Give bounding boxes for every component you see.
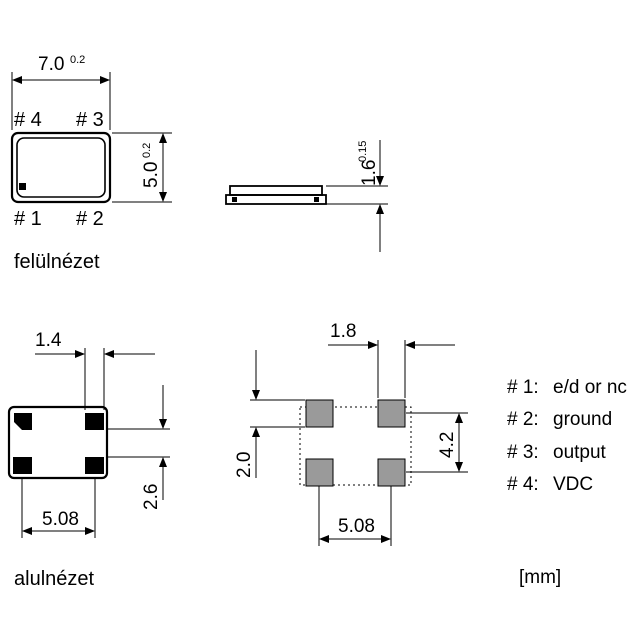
top-height-value: 5.0 (141, 162, 162, 188)
bottom-view: 1.4 5.08 2.6 alulnézet (7, 330, 170, 590)
units-label: [mm] (519, 567, 561, 588)
top-pin3-label: # 3 (76, 109, 104, 131)
top-pin2-label: # 2 (76, 208, 104, 230)
fp-pitchx-value: 5.08 (338, 516, 375, 537)
bottom-package-outline (7, 405, 109, 480)
fp-pad-3 (377, 399, 406, 428)
bottom-pad-2 (85, 413, 104, 430)
side-package-lid (229, 185, 323, 196)
legend-pin-2: # 2: (507, 409, 539, 430)
side-view: 1.6 0.15 (225, 140, 388, 252)
legend-func-1: e/d or nc (553, 377, 627, 398)
side-thickness-value: 1.6 (359, 160, 380, 186)
pin1-marker (19, 183, 26, 190)
fp-pad-1 (305, 458, 334, 487)
top-width-tolerance: 0.2 (70, 54, 85, 66)
bottom-pad-1 (14, 413, 32, 430)
bottom-pad-4 (85, 457, 104, 474)
top-pin1-label: # 1 (14, 208, 42, 230)
fp-pitchy-value: 4.2 (437, 432, 458, 458)
top-pin4-label: # 4 (14, 109, 42, 131)
bottom-padwidth-value: 1.4 (35, 330, 62, 351)
top-view-caption: felülnézet (14, 251, 100, 273)
legend-func-2: ground (553, 409, 612, 430)
legend-func-4: VDC (553, 474, 593, 495)
fp-package-outline (299, 406, 412, 486)
fp-pad-4 (305, 399, 334, 428)
bottom-view-caption: alulnézet (14, 568, 95, 590)
side-pad-right (314, 197, 319, 202)
legend-func-3: output (553, 442, 607, 463)
bottom-pad-3 (13, 457, 32, 474)
top-height-tolerance: 0.2 (141, 143, 153, 158)
bottom-pitch-value: 5.08 (42, 509, 79, 530)
fp-padwidth-value: 1.8 (330, 321, 356, 342)
top-view: 7.0 0.2 # 4 # 3 # 1 # 2 5.0 0.2 felülnéz… (10, 54, 172, 273)
top-package-lid (16, 137, 106, 198)
legend-pin-3: # 3: (507, 442, 539, 463)
legend-pin-4: # 4: (507, 474, 539, 495)
top-width-value: 7.0 (38, 54, 64, 75)
fp-pad-2 (377, 458, 406, 487)
fp-padheight-value: 2.0 (234, 452, 255, 478)
top-package-outer (10, 131, 112, 204)
side-pad-left (232, 197, 237, 202)
bottom-offset-value: 2.6 (141, 484, 162, 510)
legend-pin-1: # 1: (507, 377, 539, 398)
side-package-base (225, 194, 327, 205)
pin-legend: # 1: e/d or nc # 2: ground # 3: output #… (507, 377, 627, 495)
footprint: 1.8 2.0 4.2 5.08 (234, 321, 468, 546)
side-thickness-tolerance: 0.15 (357, 141, 369, 162)
